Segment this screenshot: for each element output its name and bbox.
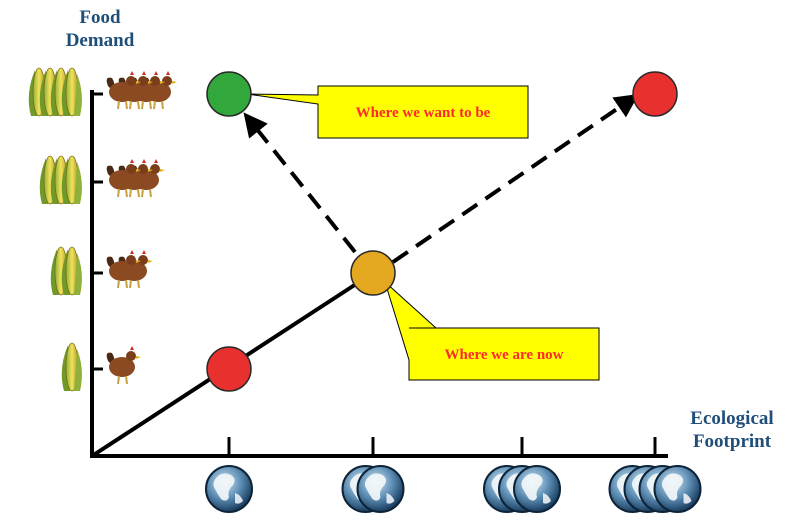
footprint-level-3 (483, 465, 561, 513)
x-axis-title-line1: Ecological (690, 408, 774, 429)
path-current-to-target-arrow (243, 112, 357, 254)
corn-icon (61, 342, 82, 392)
corn-icon (61, 155, 82, 205)
globe-icon (356, 465, 405, 513)
food-demand-icons (28, 67, 177, 392)
globe-icon (653, 465, 702, 513)
x-axis-ticks (227, 437, 657, 456)
food-demand-level-1 (61, 342, 141, 392)
path-current-to-business-as-usual-arrow (391, 93, 639, 264)
chicken-icon (106, 71, 141, 110)
point-start (206, 346, 252, 392)
y-axis-title-line1: Food (79, 7, 121, 28)
food-demand-level-3 (39, 155, 165, 205)
point-target (206, 71, 252, 117)
globe-icon (513, 465, 561, 513)
footprint-globe-icons (205, 465, 702, 513)
corn-icon (61, 246, 82, 296)
x-axis-title: Ecological Footprint (672, 407, 790, 453)
callout-now-box (383, 280, 600, 381)
x-axis-title-line2: Footprint (692, 431, 772, 452)
chicken-icon (106, 346, 141, 385)
y-axis-title-line2: Demand (65, 30, 135, 51)
food-demand-level-2 (50, 246, 153, 296)
footprint-level-2 (341, 465, 405, 513)
food-demand-level-4 (28, 67, 177, 117)
callout-want-label: Where we want to be (355, 105, 491, 121)
y-axis-ticks (92, 92, 103, 371)
state-points (206, 71, 678, 392)
chicken-icon (106, 250, 141, 289)
callout-want-box (246, 85, 529, 139)
footprint-level-4 (608, 465, 702, 513)
point-business-as-usual (632, 71, 678, 117)
corn-icon (61, 67, 82, 117)
callout-now-label: Where we are now (444, 347, 564, 363)
chicken-icon (106, 159, 141, 198)
y-axis-title: Food Demand (48, 6, 152, 52)
point-current (350, 250, 396, 296)
footprint-level-1 (205, 465, 253, 513)
globe-icon (205, 465, 253, 513)
